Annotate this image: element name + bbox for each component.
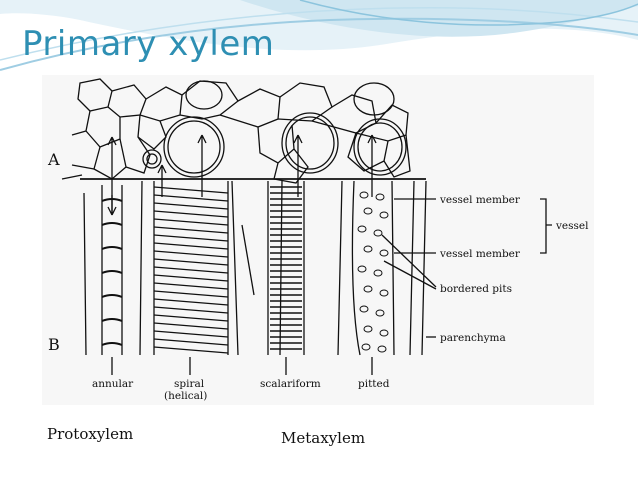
label-scalariform: scalariform <box>260 378 321 390</box>
xylem-diagram: A B vessel member vessel member vessel b… <box>42 75 594 405</box>
label-vessel-member-lower: vessel member <box>439 248 521 260</box>
label-bordered-pits: bordered pits <box>440 283 512 295</box>
label-parenchyma: parenchyma <box>440 332 506 344</box>
label-pitted: pitted <box>358 378 390 390</box>
label-spiral: spiral <box>174 378 205 390</box>
section-marker-a: A <box>47 150 60 169</box>
slide-title: Primary xylem <box>22 24 275 64</box>
caption-protoxylem: Protoxylem <box>47 425 134 443</box>
label-vessel-member-upper: vessel member <box>439 194 521 206</box>
label-helical: (helical) <box>164 390 207 402</box>
caption-metaxylem: Metaxylem <box>281 429 366 447</box>
section-marker-b: B <box>48 335 60 354</box>
label-vessel: vessel <box>555 220 589 232</box>
label-annular: annular <box>92 378 134 390</box>
